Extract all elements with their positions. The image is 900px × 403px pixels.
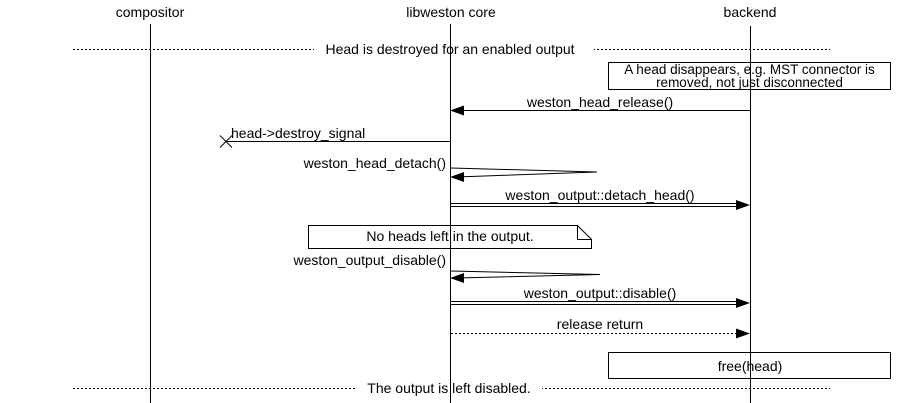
note-no-heads-text: No heads left in the output. bbox=[366, 228, 534, 244]
divider-head-destroyed-line bbox=[73, 42, 830, 57]
divider-label-head-destroyed: Head is destroyed for an enabled output bbox=[325, 41, 575, 57]
message-weston-output-detach-head bbox=[451, 200, 750, 210]
arrowhead-right-icon bbox=[736, 200, 750, 210]
note-line-1: A head disappears, e.g. MST connector is bbox=[624, 62, 875, 77]
note-folded-corner-icon bbox=[577, 225, 592, 240]
arrowhead-right-icon bbox=[736, 298, 750, 308]
message-weston-head-release bbox=[450, 105, 750, 116]
arrowhead-left-icon bbox=[450, 273, 464, 283]
actor-label-backend: backend bbox=[723, 4, 777, 20]
message-label-release-return: release return bbox=[556, 316, 644, 332]
message-head-destroy-signal bbox=[219, 135, 450, 148]
divider-output-disabled-line bbox=[73, 381, 830, 396]
message-weston-head-detach-loop bbox=[450, 167, 598, 182]
arrowhead-left-icon bbox=[450, 105, 464, 116]
message-release-return bbox=[451, 328, 750, 339]
message-label-weston-output-disable: weston_output_disable() bbox=[293, 252, 446, 268]
arrowhead-left-icon bbox=[450, 172, 464, 182]
action-free-head-label: free(head) bbox=[717, 357, 783, 374]
actor-label-compositor: compositor bbox=[115, 4, 185, 20]
lost-message-x-icon bbox=[219, 135, 233, 148]
actor-label-libweston-core: libweston core bbox=[406, 4, 496, 20]
message-label-weston-output-detach-head: weston_output::detach_head() bbox=[505, 187, 695, 203]
note-head-disappears-box bbox=[608, 62, 891, 90]
message-label-weston-head-release: weston_head_release() bbox=[526, 94, 674, 110]
note-head-disappears-text: A head disappears, e.g. MST connector is… bbox=[609, 62, 890, 90]
message-label-weston-output-disable-call: weston_output::disable() bbox=[523, 285, 677, 301]
action-free-head-box bbox=[608, 352, 891, 379]
message-label-head-destroy-signal: head->destroy_signal bbox=[231, 125, 366, 141]
message-weston-output-disable-call bbox=[451, 298, 750, 308]
divider-label-output-disabled: The output is left disabled. bbox=[367, 380, 531, 396]
message-weston-output-disable-loop bbox=[450, 270, 601, 283]
arrowhead-right-icon bbox=[736, 328, 750, 339]
note-line-2: removed, not just disconnected bbox=[656, 75, 843, 90]
message-label-weston-head-detach: weston_head_detach() bbox=[303, 155, 446, 171]
